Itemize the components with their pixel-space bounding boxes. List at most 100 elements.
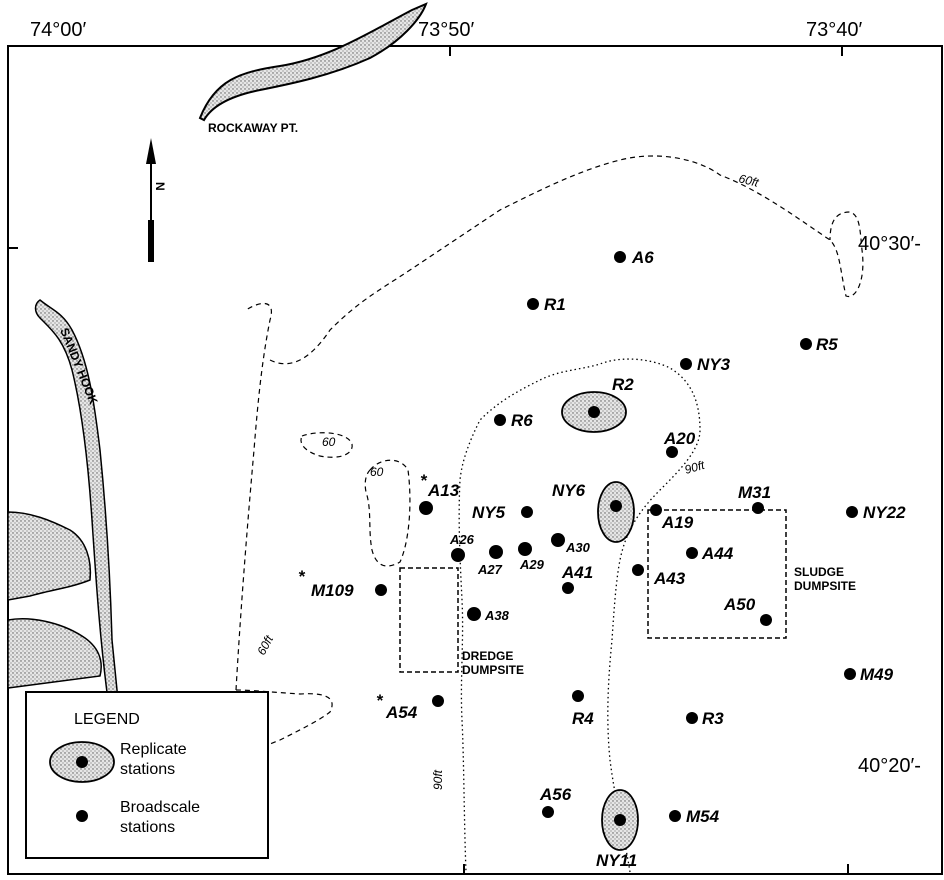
sandy-hook-land <box>34 299 119 701</box>
north-arrow <box>146 138 156 262</box>
station-dot-A27[interactable] <box>489 545 503 559</box>
station-label-NY3: NY3 <box>697 355 731 374</box>
station-dot-R2[interactable] <box>588 406 600 418</box>
mainland-upper <box>7 511 92 601</box>
station-asterisk-A13: * <box>420 471 428 490</box>
station-label-M49: M49 <box>860 665 894 684</box>
station-asterisk-M109: * <box>298 567 306 586</box>
lon-label-73-40: 73°40′ <box>806 19 862 41</box>
station-dot-R5[interactable] <box>800 338 812 350</box>
sludge-label-1: SLUDGE <box>794 565 844 579</box>
contour-60ft-loop-a <box>300 432 353 458</box>
station-label-R3: R3 <box>702 709 724 728</box>
station-label-M31: M31 <box>738 483 771 502</box>
station-label-A44: A44 <box>701 544 734 563</box>
station-label-A43: A43 <box>653 569 686 588</box>
station-dot-R1[interactable] <box>527 298 539 310</box>
station-label-NY11: NY11 <box>596 851 637 870</box>
station-dot-A6[interactable] <box>614 251 626 263</box>
legend-replicate-line2: stations <box>120 761 175 778</box>
station-label-A6: A6 <box>631 248 654 267</box>
contour-60ft <box>235 155 864 691</box>
legend-broadscale-line2: stations <box>120 819 175 836</box>
station-dot-NY5[interactable] <box>521 506 533 518</box>
station-dot-NY22[interactable] <box>846 506 858 518</box>
sludge-label-2: DUMPSITE <box>794 579 856 593</box>
station-dot-R6[interactable] <box>494 414 506 426</box>
legend-broadscale-line1: Broadscale <box>120 799 200 816</box>
lat-label-40-20: 40°20′- <box>858 755 921 777</box>
legend-replicate-dot <box>76 756 88 768</box>
station-label-A50: A50 <box>723 595 756 614</box>
north-label: N <box>153 182 167 191</box>
station-label-NY22: NY22 <box>863 503 906 522</box>
station-dot-A29[interactable] <box>518 542 532 556</box>
station-label-A30: A30 <box>565 540 591 555</box>
station-label-M109: M109 <box>311 581 354 600</box>
depth-label-60-a: 60 <box>322 435 336 449</box>
station-labels: A6 R1 R5 NY3 R2 R6 A20 A13 * NY5 NY6 A19… <box>298 248 906 870</box>
station-dot-NY3[interactable] <box>680 358 692 370</box>
station-dot-A44[interactable] <box>686 547 698 559</box>
station-label-R6: R6 <box>511 411 533 430</box>
station-dot-A38[interactable] <box>467 607 481 621</box>
depth-label-60ft-left: 60ft <box>254 633 276 658</box>
replicate-ellipses <box>561 391 639 851</box>
station-dot-A54[interactable] <box>432 695 444 707</box>
station-label-A13: A13 <box>427 481 460 500</box>
station-label-A29: A29 <box>519 557 545 572</box>
station-label-R1: R1 <box>544 295 566 314</box>
station-dot-NY6[interactable] <box>610 500 622 512</box>
station-asterisk-A54: * <box>376 691 384 710</box>
station-dot-A41[interactable] <box>562 582 574 594</box>
station-label-A41: A41 <box>561 563 593 582</box>
station-dot-A13[interactable] <box>419 501 433 515</box>
station-points <box>375 251 858 826</box>
station-label-NY6: NY6 <box>552 481 586 500</box>
station-dot-NY11[interactable] <box>614 814 626 826</box>
legend: LEGEND Replicate stations Broadscale sta… <box>25 691 269 859</box>
rockaway-label: ROCKAWAY PT. <box>208 121 298 135</box>
station-label-NY5: NY5 <box>472 503 506 522</box>
station-dot-A20[interactable] <box>666 446 678 458</box>
mainland-lower <box>7 618 102 689</box>
station-dot-M49[interactable] <box>844 668 856 680</box>
depth-label-60-b: 60 <box>370 465 384 479</box>
dredge-dumpsite-box <box>399 567 459 673</box>
station-dot-A19[interactable] <box>650 504 662 516</box>
station-label-A54: A54 <box>385 703 418 722</box>
lon-label-74-00: 74°00′ <box>30 19 86 41</box>
station-dot-A56[interactable] <box>542 806 554 818</box>
station-label-A56: A56 <box>539 785 572 804</box>
station-dot-M31[interactable] <box>752 502 764 514</box>
station-dot-A43[interactable] <box>632 564 644 576</box>
station-label-A26: A26 <box>449 532 475 547</box>
map-frame <box>7 45 943 875</box>
station-dot-M109[interactable] <box>375 584 387 596</box>
station-dot-A50[interactable] <box>760 614 772 626</box>
station-label-A38: A38 <box>484 608 510 623</box>
station-label-R2: R2 <box>612 375 634 394</box>
station-dot-R3[interactable] <box>686 712 698 724</box>
legend-title: LEGEND <box>74 711 140 728</box>
contour-90ft <box>458 358 701 873</box>
legend-broadscale-dot <box>76 810 88 822</box>
dredge-label-1: DREDGE <box>462 649 513 663</box>
sludge-dumpsite-box <box>647 509 787 639</box>
depth-label-60ft-top: 60ft <box>737 171 760 190</box>
frame-ticks <box>8 46 849 874</box>
station-dot-R4[interactable] <box>572 690 584 702</box>
station-label-A27: A27 <box>477 562 503 577</box>
station-dot-A26[interactable] <box>451 548 465 562</box>
station-label-A20: A20 <box>663 429 696 448</box>
station-dot-M54[interactable] <box>669 810 681 822</box>
station-dot-A30[interactable] <box>551 533 565 547</box>
contour-60ft-loop-b <box>364 459 411 567</box>
depth-label-90ft-bottom: 90ft <box>431 769 445 790</box>
lat-label-40-30: 40°30′- <box>858 233 921 255</box>
dredge-label-2: DUMPSITE <box>462 663 524 677</box>
depth-label-90ft-right: 90ft <box>683 458 707 477</box>
station-label-M54: M54 <box>686 807 720 826</box>
station-label-R5: R5 <box>816 335 838 354</box>
